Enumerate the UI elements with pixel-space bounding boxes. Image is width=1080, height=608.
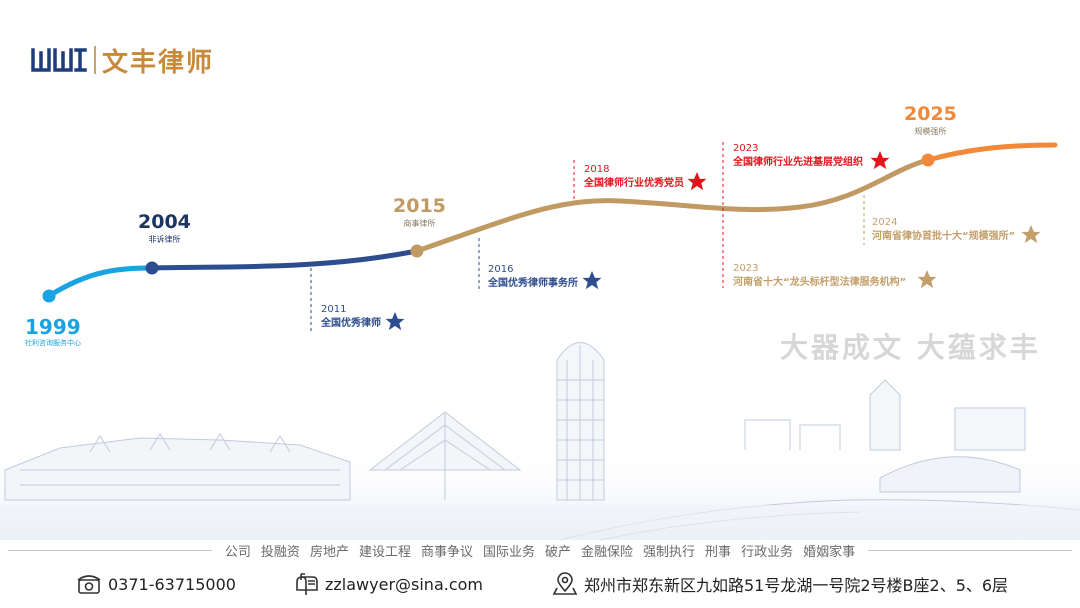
practice-area: 婚姻家事 [803,544,856,560]
node-sub: 商事律所 [403,219,436,228]
node-year: 2015 [393,195,446,217]
node-sub: 规模强所 [914,127,947,136]
milestone-year: 2024 [872,217,898,228]
address: 郑州市郑东新区九如路51号龙湖一号院2号楼B座2、5、6层 [584,576,1009,595]
milestone-2016: 2016 全国优秀律师事务所 [488,263,578,291]
phone-number[interactable]: 0371-63715000 [108,574,236,594]
milestone-year: 2018 [584,164,610,175]
practice-area: 刑事 [705,544,732,560]
node-label-2015: 2015 商事律所 [393,197,446,228]
star-icon-2016 [582,271,602,290]
phone-icon [77,575,101,594]
milestone-title: 河南省十大“龙头标杆型法律服务机构” [733,277,907,288]
node-sub: 非诉律所 [148,235,181,244]
milestone-2023-tan: 2023 河南省十大“龙头标杆型法律服务机构” [733,262,906,290]
slogan: 大器成文 大蕴求丰 [780,331,1041,364]
node-year: 1999 [25,315,81,339]
node-sub: 社利咨询服务中心 [25,339,81,347]
practice-area: 公司 [224,544,251,560]
timeline-node-1999 [42,289,56,303]
milestone-2024: 2024 河南省律协首批十大“规模强所” [872,216,1015,244]
milestone-year: 2023 [733,263,759,274]
mailbox-icon [296,573,318,595]
practice-area: 国际业务 [482,544,535,560]
logo-divider [94,46,96,74]
milestone-year: 2023 [733,143,759,154]
practice-area: 金融保险 [581,544,634,560]
node-label-2004: 2004 非诉律所 [138,213,191,244]
contact-email: zzlawyer@sina.com [293,572,483,596]
milestone-2023-red: 2023 全国律师行业先进基层党组织 [733,142,863,170]
practice-area: 房地产 [309,544,349,560]
star-icon-2024 [1021,225,1041,244]
node-label-2025: 2025 规模强所 [904,105,957,136]
practice-area: 投融资 [260,544,300,560]
practice-divider-left [8,549,212,551]
contact-bar: 0371-63715000 zzlawyer@sina.com 郑州市郑东新区九… [0,562,1080,606]
milestone-title: 全国优秀律师 [321,318,381,329]
practice-areas-bar: 公司 投融资 房地产 建设工程 商事争议 国际业务 破产 金融保险 强制执行 刑… [0,541,1080,560]
star-icon-2018 [687,172,707,191]
node-year: 2004 [138,211,191,233]
contact-phone: 0371-63715000 [76,572,236,596]
practice-area: 建设工程 [358,544,411,560]
milestone-2018: 2018 全国律师行业优秀党员 [584,163,684,191]
milestone-title: 全国律师行业先进基层党组织 [733,157,863,168]
brand-logo: 文丰律师 [30,42,214,78]
practice-area: 行政业务 [741,544,794,560]
node-year: 2025 [904,103,957,125]
milestone-title: 河南省律协首批十大“规模强所” [872,231,1016,242]
wenfeng-logo-mark-icon [31,48,87,72]
contact-address: 郑州市郑东新区九如路51号龙湖一号院2号楼B座2、5、6层 [552,572,1008,596]
practice-area: 商事争议 [420,544,473,560]
practice-area: 破产 [545,544,572,560]
milestone-title: 全国律师行业优秀党员 [584,178,684,189]
milestone-connectors [310,142,865,332]
star-icon-2023-tan [917,270,937,289]
location-pin-icon [552,572,578,595]
firm-name: 文丰律师 [102,47,215,78]
timeline-node-2025 [921,153,935,167]
star-icon-2023-red [870,151,890,170]
milestone-2011: 2011 全国优秀律师 [321,303,381,331]
practice-area: 强制执行 [643,544,696,560]
node-label-1999: 1999 社利咨询服务中心 [25,317,81,347]
milestone-year: 2011 [321,304,347,315]
milestone-title: 全国优秀律师事务所 [488,278,578,289]
practice-divider-right [868,549,1072,551]
practice-areas-list: 公司 投融资 房地产 建设工程 商事争议 国际业务 破产 金融保险 强制执行 刑… [220,541,860,560]
timeline-node-2015 [410,244,424,258]
star-icon-2011 [385,312,405,331]
email-address[interactable]: zzlawyer@sina.com [325,574,484,594]
milestone-year: 2016 [488,264,514,275]
timeline-node-2004 [145,261,159,275]
timeline-curve [46,142,1058,299]
